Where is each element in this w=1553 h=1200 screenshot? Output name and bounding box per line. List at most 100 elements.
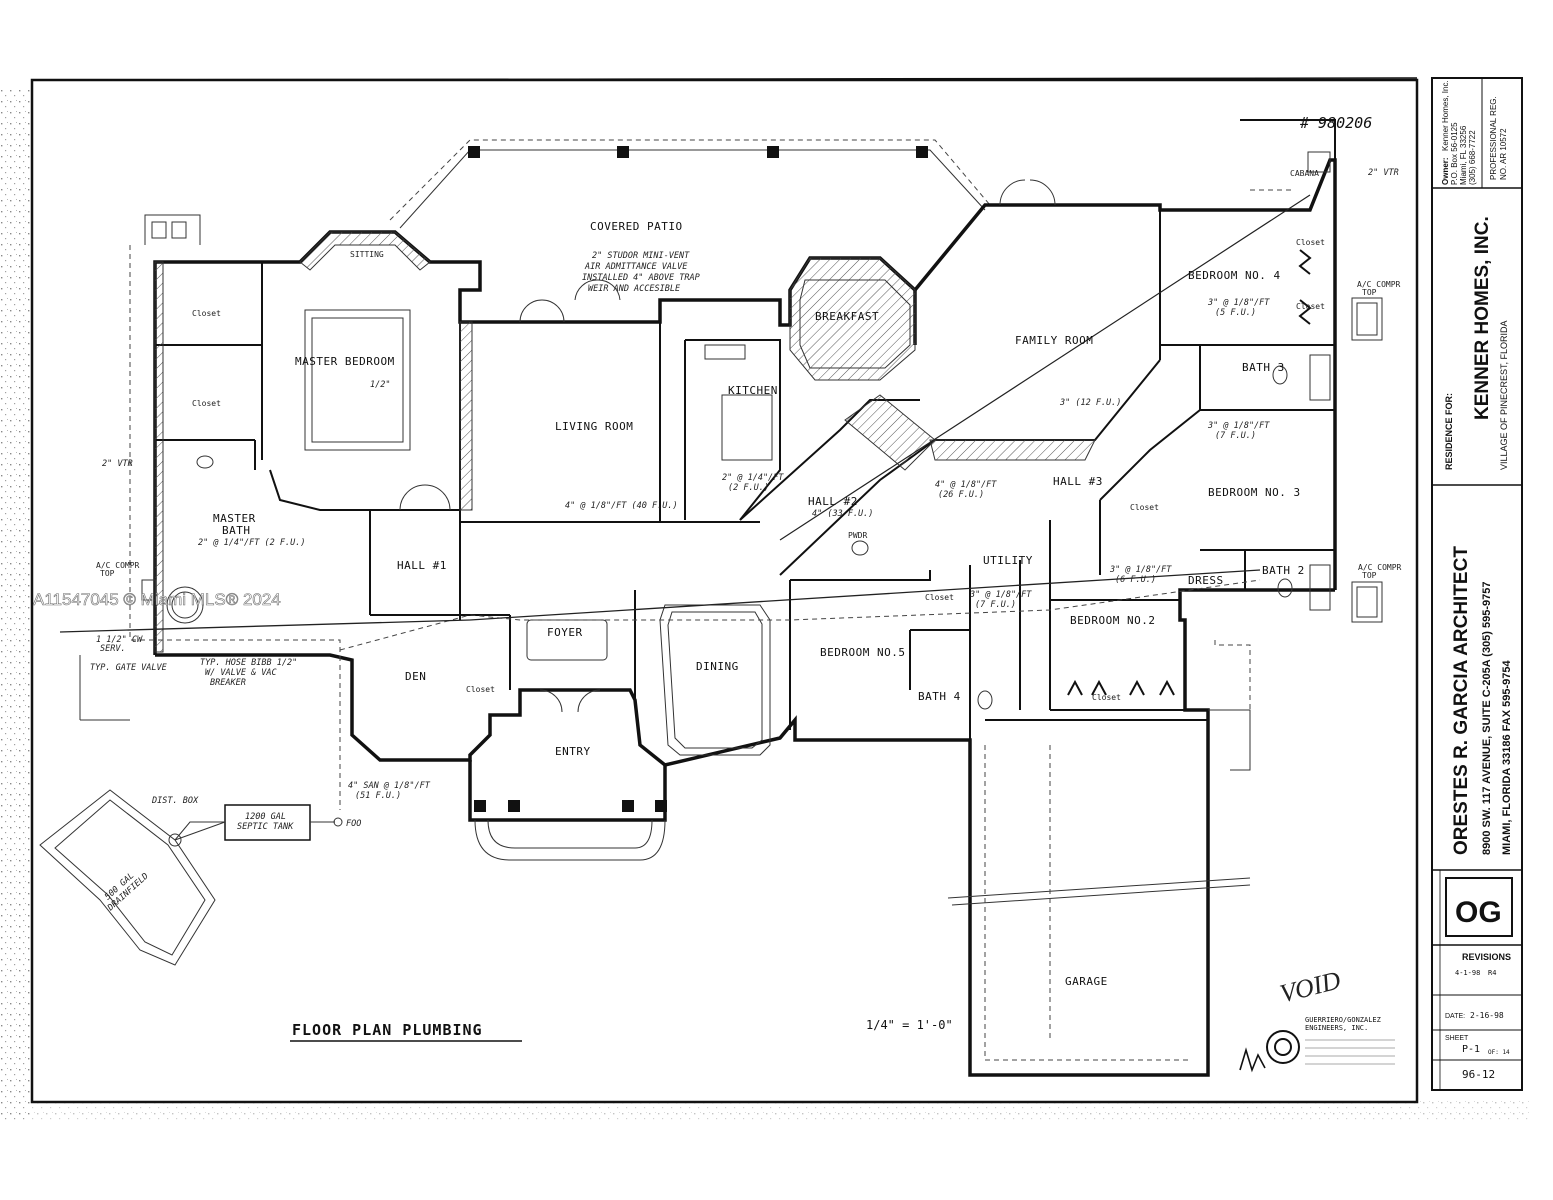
owner-block: Owner: Kenner Homes, Inc. P.O. Box 56-01… [1441, 78, 1477, 185]
note-foo: FOO [346, 819, 361, 829]
room-bath-2: BATH 2 [1262, 564, 1305, 577]
room-dining: DINING [696, 660, 739, 673]
room-closet-2: Closet [192, 399, 221, 408]
owner-label: Owner: [1441, 157, 1450, 185]
note-san-line: 4" SAN @ 1/8"/FT(51 F.U.) [348, 781, 431, 801]
note-bed3-pipe: 3" @ 1/8"/FT(7 F.U.) [1207, 421, 1270, 441]
room-bath-3: BATH 3 [1242, 361, 1285, 374]
pool-pump [144, 214, 201, 245]
architect-address-2: MIAMI, FLORIDA 33186 FAX 595-9754 [1501, 660, 1513, 855]
plumbing-notes: 2" STUDOR MINI-VENT AIR ADMITTANCE VALVE… [90, 168, 1402, 914]
professional-reg: PROFESSIONAL REG. NO. AR 10572 [1489, 94, 1508, 180]
room-closet-b4b: Closet [1296, 302, 1325, 311]
hatched-walls [154, 231, 1096, 653]
room-closet-b2: Closet [1092, 693, 1121, 702]
room-powder: PWDR [848, 531, 867, 540]
room-bedroom-5: BEDROOM NO.5 [820, 646, 905, 659]
room-living-room: LIVING ROOM [555, 420, 633, 433]
room-closet-den: Closet [466, 685, 495, 694]
room-closet-b3: Closet [1130, 503, 1159, 512]
room-entry: ENTRY [555, 745, 591, 758]
note-vent: 2" STUDOR MINI-VENT AIR ADMITTANCE VALVE… [582, 251, 705, 294]
residence-name: KENNER HOMES, INC. [1472, 216, 1493, 420]
note-bed2-pipe: 3" @ 1/8"/FT(6 F.U.) [1109, 565, 1172, 585]
room-bedroom-3: BEDROOM NO. 3 [1208, 486, 1301, 499]
room-bedroom-2: BEDROOM NO.2 [1070, 614, 1155, 627]
revision-date: 4-1-98 [1455, 969, 1480, 977]
patio-columns [468, 146, 928, 812]
note-vtr-2: 2" VTR [1368, 168, 1399, 178]
ac-pads [141, 297, 1383, 623]
owner-line-3: Miami, FL 33256 [1459, 125, 1468, 185]
sheet-label: SHEET [1445, 1035, 1469, 1042]
sheet-scale: 1/4" = 1'-0" [866, 1018, 953, 1032]
room-breakfast: BREAKFAST [815, 310, 879, 323]
exterior-walls [153, 119, 1337, 1077]
owner-line-2: P.O. Box 56-0125 [1450, 122, 1459, 185]
ceiling-insets [304, 279, 911, 861]
note-kitchen-pipe: 2" @ 1/4"/FT(2 F.U.) [722, 473, 784, 493]
room-closet-b4a: Closet [1296, 238, 1325, 247]
residence-label: RESIDENCE FOR: [1444, 393, 1454, 470]
drainfield [39, 789, 216, 966]
left-scan-edge [0, 90, 32, 1120]
owner-line-1: Kenner Homes, Inc. [1441, 80, 1450, 151]
architect-address-1: 8900 SW. 117 AVENUE, SUITE C-205A (305) … [1481, 581, 1493, 855]
room-sitting: SITTING [350, 250, 384, 259]
owner-line-4: (305) 668-7722 [1468, 130, 1477, 185]
architect-name: ORESTES R. GARCIA ARCHITECT [1451, 546, 1472, 855]
sheet-value: P-1 [1462, 1044, 1480, 1055]
note-bed4-pipe: 3" @ 1/8"/FT(5 F.U.) [1207, 298, 1270, 318]
interior-walls [155, 210, 1335, 906]
room-labels: COVERED PATIO SITTING Closet Closet MAST… [192, 169, 1325, 988]
room-dress: DRESS [1188, 574, 1224, 587]
note-utility-pipe: 3" @ 1/8"/FT(7 F.U.) [969, 590, 1032, 610]
job-number: 96-12 [1462, 1068, 1495, 1081]
room-hall-2: HALL #2 [808, 495, 858, 508]
sheet-border [30, 78, 1419, 1104]
room-family-room: FAMILY ROOM [1015, 334, 1093, 347]
date-value: 2-16-98 [1470, 1011, 1504, 1020]
revisions-label: REVISIONS [1462, 952, 1511, 962]
note-gate-valve: TYP. GATE VALVE [90, 663, 168, 673]
room-closet-1: Closet [192, 309, 221, 318]
room-covered-patio: COVERED PATIO [590, 220, 683, 233]
room-hall-1: HALL #1 [397, 559, 447, 572]
note-master-bath-pipe: 2" @ 1/4"/FT (2 F.U.) [198, 538, 305, 548]
mls-watermark: A11547045 © Miami MLS® 2024 [33, 590, 281, 609]
room-garage: GARAGE [1065, 975, 1108, 988]
location: VILLAGE OF PINECREST, FLORIDA [1499, 320, 1509, 470]
note-hall2-pipe: 4" @ 1/8"/FT(26 F.U.) [935, 480, 997, 500]
sheet-title: FLOOR PLAN PLUMBING [292, 1021, 483, 1039]
architect-logo: OG [1445, 877, 1513, 937]
date-label: DATE: [1445, 1013, 1465, 1020]
room-kitchen: KITCHEN [728, 384, 778, 397]
void-stamp: VOID [1277, 965, 1344, 1008]
door-swings [399, 179, 1056, 713]
note-drainfield: 500 GALDRAINFIELD [99, 864, 151, 914]
note-hall-pipe2: 4" (33 F.U.) [812, 509, 873, 519]
note-living-pipe: 4" @ 1/8"/FT (40 F.U.) [565, 501, 678, 511]
sheet-of: OF: 14 [1488, 1049, 1510, 1056]
room-bath-4: BATH 4 [918, 690, 961, 703]
closet-shelving [1067, 249, 1312, 696]
svg-text:OG: OG [1455, 896, 1502, 929]
septic-system [39, 789, 343, 966]
note-dist-box: DIST. BOX [151, 796, 199, 806]
room-bedroom-4: BEDROOM NO. 4 [1188, 269, 1281, 282]
bottom-scan-edge [30, 1100, 1530, 1122]
note-vtr-1: 2" VTR [102, 459, 133, 469]
room-closet-b5: Closet [925, 593, 954, 602]
room-hall-3: HALL #3 [1053, 475, 1103, 488]
room-master-bedroom: MASTER BEDROOM [295, 355, 395, 368]
